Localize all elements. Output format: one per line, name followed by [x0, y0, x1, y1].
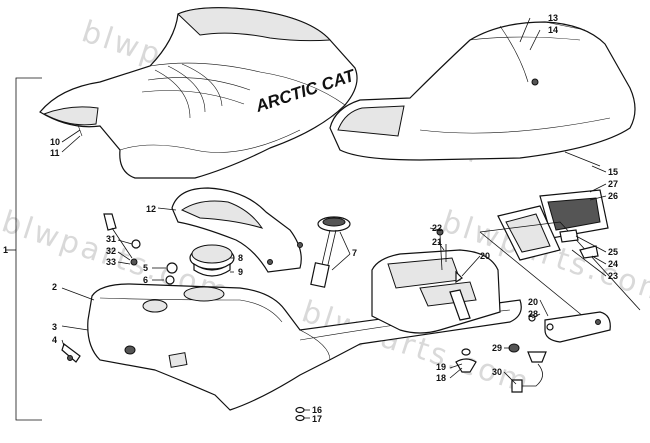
callout-29: 29: [492, 343, 502, 353]
callout-8: 8: [238, 253, 243, 263]
callout-18: 18: [436, 373, 446, 383]
rear-bracket: [544, 311, 611, 343]
callout-28: 28: [528, 309, 538, 319]
seat-right: [329, 21, 636, 167]
callout-26: 26: [608, 191, 618, 201]
callout-21: 21: [432, 237, 442, 247]
fuel-cap: [189, 244, 235, 277]
callout-9: 9: [238, 267, 243, 277]
callout-6: 6: [143, 275, 148, 285]
callout-5: 5: [143, 263, 148, 273]
callout-30: 30: [492, 367, 502, 377]
callout-24: 24: [608, 259, 618, 269]
callout-4: 4: [52, 335, 57, 345]
callout-10: 10: [50, 137, 60, 147]
callout-25: 25: [608, 247, 618, 257]
callout-2: 2: [52, 282, 57, 292]
callout-15: 15: [608, 167, 618, 177]
callout-19: 19: [436, 362, 446, 372]
callout-33: 33: [106, 257, 116, 267]
callout-20: 20: [480, 251, 490, 261]
callout-12: 12: [146, 204, 156, 214]
seat-left: ARCTIC CAT: [39, 7, 358, 179]
callout-14: 14: [548, 25, 558, 35]
callout-22: 22: [432, 223, 442, 233]
assembly-bracket: [6, 77, 42, 421]
console-box: [371, 228, 501, 334]
hardware-parts: [61, 213, 599, 422]
callout-27: 27: [608, 179, 618, 189]
callout-20-lower: 20: [528, 297, 538, 307]
cowl-part: [171, 187, 303, 273]
callout-23: 23: [608, 271, 618, 281]
callout-13: 13: [548, 13, 558, 23]
callout-labels: 1 2 3 4 5 6 7 8 9 10 11 12 13 14 15 16 1…: [3, 13, 618, 424]
leader-lines: [61, 17, 607, 419]
callout-1: 1: [3, 245, 8, 255]
callout-3: 3: [52, 322, 57, 332]
callout-16: 16: [312, 405, 322, 415]
callout-11: 11: [50, 148, 60, 158]
callout-17: 17: [312, 414, 322, 424]
callout-32: 32: [106, 246, 116, 256]
callout-31: 31: [106, 234, 116, 244]
callout-7: 7: [352, 248, 357, 258]
taillight-assembly: [479, 189, 641, 331]
fuel-sender: [310, 216, 351, 288]
